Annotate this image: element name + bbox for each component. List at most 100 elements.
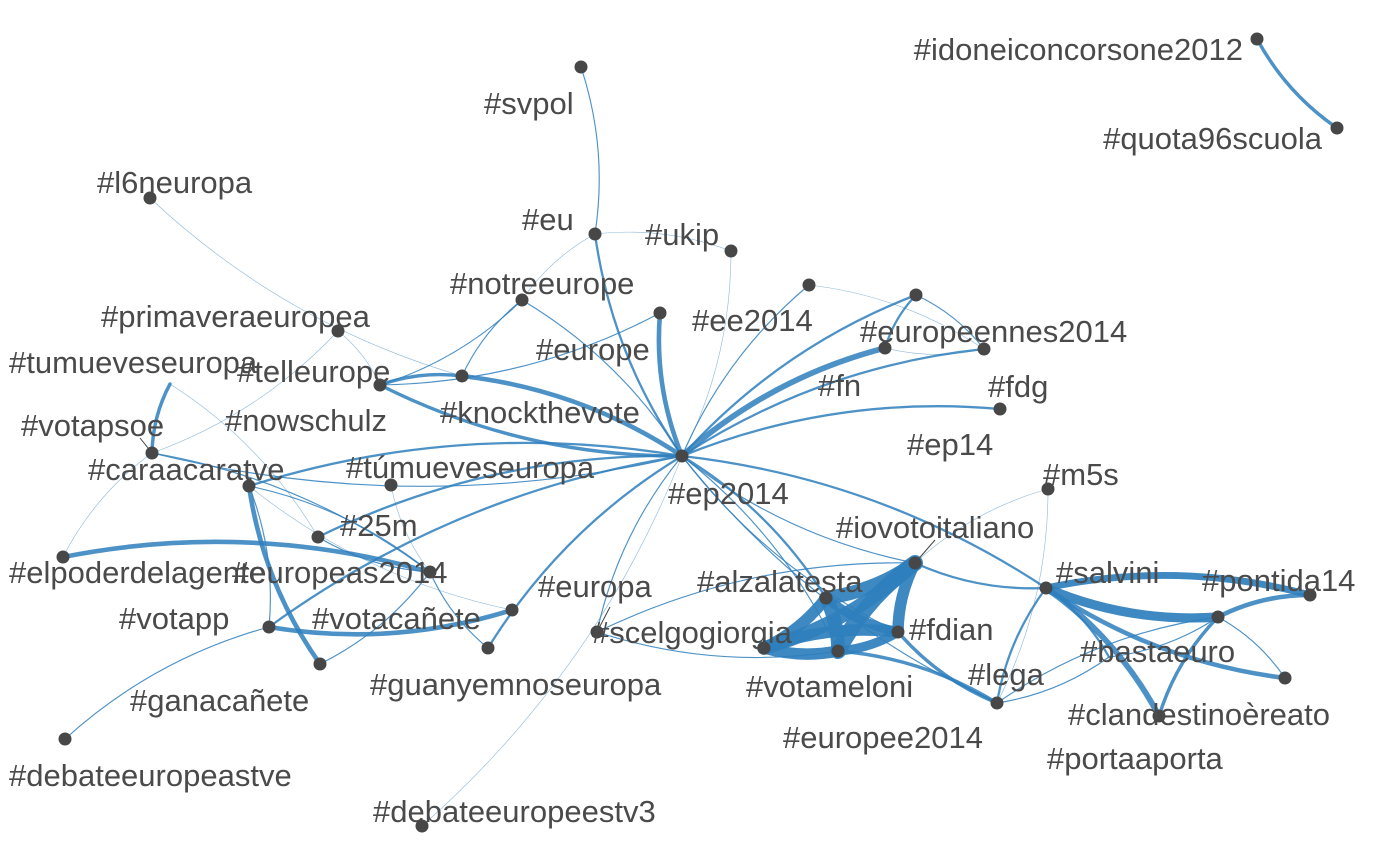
node-bastaeuro[interactable] (1211, 610, 1225, 624)
edge-elpoderdelagente-europeas2014 (60, 539, 433, 575)
node-label-portaaporta: #portaaporta (1047, 741, 1224, 776)
node-pontida14[interactable] (1303, 588, 1317, 602)
node-label-knockthevote: #knockthevote (440, 395, 640, 430)
node-label-primaveraeuropea: #primaveraeuropea (101, 299, 371, 334)
node-iovotoitaliano[interactable] (908, 556, 922, 570)
node-svpol[interactable] (574, 60, 588, 74)
node-label-25m: #25m (340, 508, 418, 543)
edge-europeas2014-ganacanete (319, 571, 431, 665)
edge-m5s-europee2014 (996, 488, 1049, 704)
node-guanyemnoseuropa[interactable] (481, 641, 495, 655)
node-ee2014[interactable] (802, 278, 816, 292)
edge-tumueveseuropa-ganacanete (246, 483, 323, 667)
node-ganacanete[interactable] (313, 657, 327, 671)
node-europa[interactable] (590, 625, 604, 639)
node-label-elpoderdelagente: #elpoderdelagente (9, 555, 266, 590)
edge-bastaeuro-pontida14 (1215, 592, 1313, 620)
node-salvini[interactable] (1039, 581, 1053, 595)
node-label-fn: #fn (818, 368, 861, 403)
node-clandestinoereato[interactable] (1152, 709, 1166, 723)
node-debateeuropeestv3[interactable] (415, 819, 429, 833)
node-tumueveseuropa2[interactable] (384, 478, 398, 492)
edge-europa-iovotoitaliano (596, 562, 916, 633)
edge-bastaeuro-portaaporta (1217, 616, 1286, 679)
node-label-ukip: #ukip (645, 217, 719, 252)
node-label-bastaeuro: #bastaeuro (1080, 634, 1235, 669)
edge-votapp-votacanete (266, 607, 515, 637)
edge-ep2014-iovotoitaliano (681, 455, 916, 564)
edge-ee2014-fdg (808, 284, 985, 350)
node-label-fdg: #fdg (988, 369, 1048, 404)
edge-primaveraeuropea-caraacaratve (151, 330, 339, 454)
edge-eu-ukip (594, 231, 732, 252)
node-debateeuropeastve[interactable] (58, 732, 72, 746)
node-votacanete[interactable] (505, 603, 519, 617)
edge-iovotoitaliano-salvini (913, 561, 1048, 590)
node-m5s[interactable] (1041, 482, 1055, 496)
node-votapp[interactable] (262, 620, 276, 634)
node-label-ganacanete: #ganacañete (130, 683, 309, 718)
node-europeas2014[interactable] (423, 565, 437, 579)
edge-fdian-europee2014 (896, 630, 999, 705)
edge-guanyemnoseuropa-ep2014 (486, 454, 684, 650)
node-primaveraeuropea[interactable] (331, 324, 345, 338)
node-label-europeas2014: #europeas2014 (232, 555, 447, 590)
edge-europa-ep2014 (596, 455, 683, 633)
edge-votapp-debateeuropeastve (64, 626, 270, 740)
edge-lega-europee2014 (996, 656, 1110, 704)
node-eu[interactable] (588, 227, 602, 241)
node-ep14[interactable] (993, 402, 1007, 416)
node-label-tumueveseuropa: #tumueveseuropa (9, 345, 258, 380)
node-fdg[interactable] (977, 342, 991, 356)
node-label-ep2014: #ep2014 (668, 476, 789, 511)
node-europeennes2014[interactable] (909, 288, 923, 302)
node-notreeurope[interactable] (515, 293, 529, 307)
edge-salvini-europee2014 (995, 586, 1048, 705)
node-label-pontida14: #pontida14 (1202, 563, 1355, 598)
node-europe[interactable] (653, 306, 667, 320)
node-scelgogiorgia[interactable] (757, 641, 771, 655)
node-l6neuropa[interactable] (143, 191, 157, 205)
edge-notreeurope-telleurope (379, 299, 523, 386)
node-label-fdian: #fdian (909, 612, 993, 647)
edge-ep2014-salvini (680, 454, 1048, 590)
node-tumueveseuropa[interactable] (242, 479, 256, 493)
node-caraacaratve[interactable] (145, 446, 159, 460)
node-ukip[interactable] (724, 244, 738, 258)
edge-notreeurope-ep2014 (521, 299, 683, 457)
node-alzalatesta[interactable] (819, 591, 833, 605)
edge-votapsoe-caraacaratve (150, 382, 172, 455)
node-knockthevote[interactable] (455, 369, 469, 383)
edge-iovotoitaliano-fdian (892, 557, 921, 638)
node-25m[interactable] (311, 530, 325, 544)
node-telleurope[interactable] (373, 378, 387, 392)
node-label-l6neuropa: #l6neuropa (97, 165, 253, 200)
node-idoneiconcorsone2012[interactable] (1250, 32, 1264, 46)
edge-salvini-portaaporta (1043, 585, 1288, 681)
edge-salvini-lega (1044, 586, 1111, 659)
edge-l6neuropa-knockthevote (149, 197, 463, 377)
edge-25m-ep2014 (316, 454, 684, 539)
node-europee2014[interactable] (990, 696, 1004, 710)
edge-bastaeuro-europee2014 (996, 616, 1219, 704)
edge-scelgogiorgia-fdian (758, 624, 904, 654)
node-ep2014[interactable] (675, 449, 689, 463)
node-label-europa: #europa (538, 569, 653, 604)
node-portaaporta[interactable] (1278, 671, 1292, 685)
edge-idoneiconcorsone2012-quota96scuola (1255, 37, 1339, 130)
labels-layer: #idoneiconcorsone2012#quota96scuola#svpo… (9, 32, 1355, 829)
node-elpoderdelagente[interactable] (56, 550, 70, 564)
edge-votapsoe-25m (169, 383, 319, 538)
node-fdian[interactable] (891, 625, 905, 639)
node-label-telleurope: #telleurope (237, 354, 390, 389)
edge-debateeuropeestv3-ep2014 (421, 455, 683, 827)
edge-ep14-ep2014 (680, 405, 1002, 458)
edge-europeas2014-guanyemnoseuropa (429, 571, 489, 649)
node-fn[interactable] (878, 341, 892, 355)
node-label-scelgogiorgia: #scelgogiorgia (592, 615, 793, 650)
node-label-ee2014: #ee2014 (692, 303, 813, 338)
node-votameloni[interactable] (831, 644, 845, 658)
node-label-idoneiconcorsone2012: #idoneiconcorsone2012 (914, 32, 1243, 67)
node-quota96scuola[interactable] (1330, 121, 1344, 135)
node-label-votapp: #votapp (119, 601, 229, 636)
